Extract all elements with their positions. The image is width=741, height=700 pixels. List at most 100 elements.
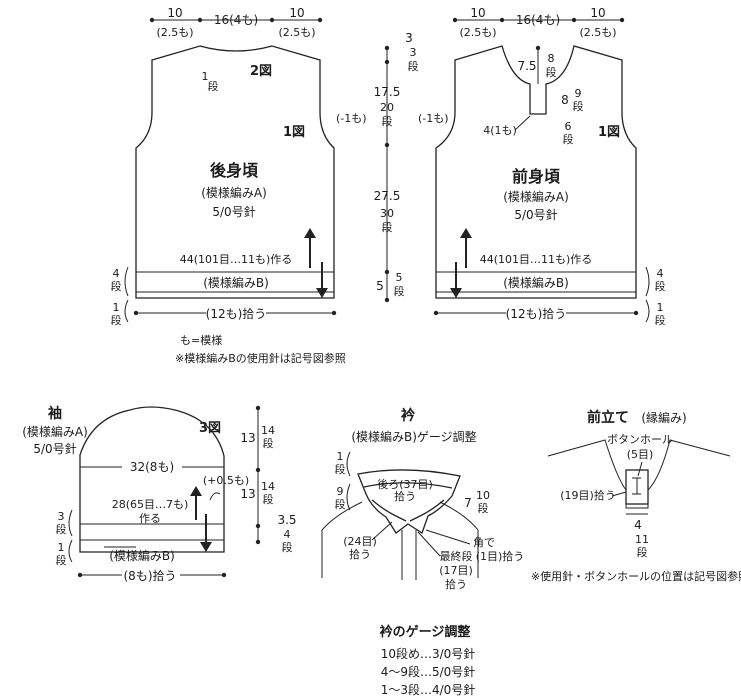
- back-cast-on-label: 44(101目…11も)作る: [180, 253, 293, 266]
- front-placket-rows: 9: [575, 87, 582, 100]
- collar-left-pickup: (24目): [343, 535, 377, 548]
- sleeve-cast-on-label2: 作る: [139, 512, 161, 525]
- sleeve-bottom-rows-unit: 段: [56, 553, 67, 567]
- back-fig2-label: 2図: [250, 64, 272, 79]
- front-bottom-rows: 1: [657, 301, 664, 314]
- sleeve-width-label: 32(8も): [130, 460, 174, 474]
- collar-left-rows: 9: [337, 485, 344, 498]
- front-placket-width: 4(1も): [483, 124, 517, 137]
- dimension-dot: [384, 297, 390, 303]
- front-rib-label: (模様編みB): [503, 275, 569, 290]
- front-needle-label: 5/0号針: [514, 207, 557, 222]
- collar-left-leader: [371, 521, 393, 541]
- collar-back-pickup2: 拾う: [394, 489, 416, 503]
- dimension-dot: [255, 467, 261, 473]
- dimension-dot: [255, 523, 261, 529]
- arrow-head-icon: [450, 288, 462, 298]
- legend-note: も=模様: [180, 333, 222, 347]
- dimension-dot: [619, 17, 625, 23]
- sleeve-length-cm: 13: [240, 487, 255, 501]
- collar-gauge-table: 衿のゲージ調整 10段め…3/0号針 4〜9段…5/0号針 1〜3段…4/0号針: [380, 624, 476, 697]
- back-neck-rows: 1: [202, 70, 209, 83]
- sleeve-bottom-bracket: [68, 539, 73, 563]
- collar-corner-label: 角で: [473, 536, 495, 549]
- collar-title: 衿: [401, 407, 416, 424]
- front-neck-rows-unit: 段: [546, 65, 557, 79]
- collar-top-rows-unit: 段: [335, 462, 346, 476]
- pattern-b-needle-note: ※模様編みBの使用針は記号図参照: [175, 351, 346, 365]
- front-placket-cm: 8: [561, 93, 569, 107]
- sleeve-needle-label: 5/0号針: [33, 441, 76, 456]
- front-decrease-label: (-1も): [418, 112, 449, 125]
- sleeve-bottom-rows: 1: [58, 541, 65, 554]
- back-bottom-bracket: [124, 299, 129, 323]
- collar-right-rows-unit: 段: [478, 501, 489, 515]
- collar-edge-right: [409, 499, 445, 522]
- hem-depth-rows: 5: [396, 271, 403, 284]
- armhole-depth-cm: 17.5: [374, 85, 401, 99]
- front-placket-width-leader: [514, 115, 531, 131]
- back-neck-rows-unit: 段: [208, 79, 219, 93]
- gauge-row-1: 10段め…3/0号針: [381, 646, 476, 661]
- arrow-head-icon: [200, 542, 212, 552]
- dimension-dot: [452, 17, 458, 23]
- back-rib-rows: 4: [113, 267, 120, 280]
- label-background: [506, 305, 566, 321]
- arrow-head-icon: [304, 228, 316, 238]
- dimension-dot: [384, 269, 390, 275]
- collar-outline: [357, 469, 461, 534]
- collar-last-row3: 拾う: [445, 577, 467, 591]
- sleeve-cap-rows: 14: [261, 424, 275, 437]
- placket-buttonhole-label: ボタンホール: [607, 433, 673, 446]
- hem-depth-unit: 段: [394, 284, 405, 298]
- back-rib-label: (模様編みB): [203, 275, 269, 290]
- collar-right-cm: 7: [464, 496, 472, 510]
- collar-left-pickup2: 拾う: [349, 547, 371, 561]
- back-fig1-label: 1図: [283, 125, 305, 140]
- label-background: [122, 459, 182, 474]
- sleeve-title: 袖: [48, 405, 62, 422]
- arrow-head-icon: [460, 228, 472, 238]
- neck-depth-cm: 3: [405, 31, 413, 45]
- front-placket-rows2-unit: 段: [563, 132, 574, 146]
- placket-note: ※使用針・ボタンホールの位置は記号図参照: [531, 569, 741, 583]
- collar-last-row2: (17目): [439, 564, 473, 577]
- collar-garment-right-edge: [439, 501, 479, 578]
- dimension-dot: [221, 572, 227, 578]
- body-length-cm: 27.5: [374, 189, 401, 203]
- sleeve-rib-rows: 3: [58, 510, 65, 523]
- placket-rows: 11: [635, 533, 649, 546]
- back-body-panel: 10 (2.5も) 16(4も) 10 (2.5も) 1 段 2図 1図 (-1…: [111, 6, 367, 327]
- front-pickup-label: (12も)拾う: [506, 306, 567, 321]
- dimension-dot: [633, 310, 639, 316]
- buttonhole-leader: [637, 461, 643, 477]
- neck-depth-unit: 段: [408, 59, 419, 73]
- body-length-rows: 30: [380, 207, 394, 220]
- front-bottom-bracket: [645, 299, 650, 323]
- placket-panel: 前立て (縁編み) ボタンホール (5目) (19目)拾う 4 11 段 ※使用…: [531, 409, 741, 583]
- front-rib-bracket: [645, 266, 650, 297]
- dimension-dot: [133, 310, 139, 316]
- gauge-row-2: 4〜9段…5/0号針: [381, 664, 476, 679]
- sleeve-cuff-unit: 段: [282, 540, 293, 554]
- front-top-right-measure: 10: [590, 6, 605, 20]
- sleeve-rib-rows-unit: 段: [56, 522, 67, 536]
- back-rib-rows-unit: 段: [111, 279, 122, 293]
- dimension-dot: [269, 17, 275, 23]
- dimension-dot: [571, 17, 577, 23]
- placket-buttonhole-count: (5目): [627, 448, 654, 461]
- dimension-dot: [77, 572, 83, 578]
- front-top-right-sub: (2.5も): [579, 26, 616, 39]
- placket-rows-unit: 段: [637, 545, 648, 559]
- front-top-left-measure: 10: [470, 6, 485, 20]
- back-needle-label: 5/0号針: [212, 204, 255, 219]
- sleeve-pattern-label: (模様編みA): [22, 424, 88, 439]
- collar-back-pickup: 後ろ(37目): [377, 477, 433, 491]
- dimension-dot: [317, 17, 323, 23]
- dimension-dot: [384, 59, 390, 65]
- placket-pickup-leader: [611, 491, 627, 497]
- collar-garment-left-edge: [321, 501, 363, 578]
- front-body-panel: 10 (2.5も) 16(4も) 10 (2.5も) 7.5 8 段 8 9 段…: [418, 6, 666, 327]
- front-rib-rows-unit: 段: [655, 279, 666, 293]
